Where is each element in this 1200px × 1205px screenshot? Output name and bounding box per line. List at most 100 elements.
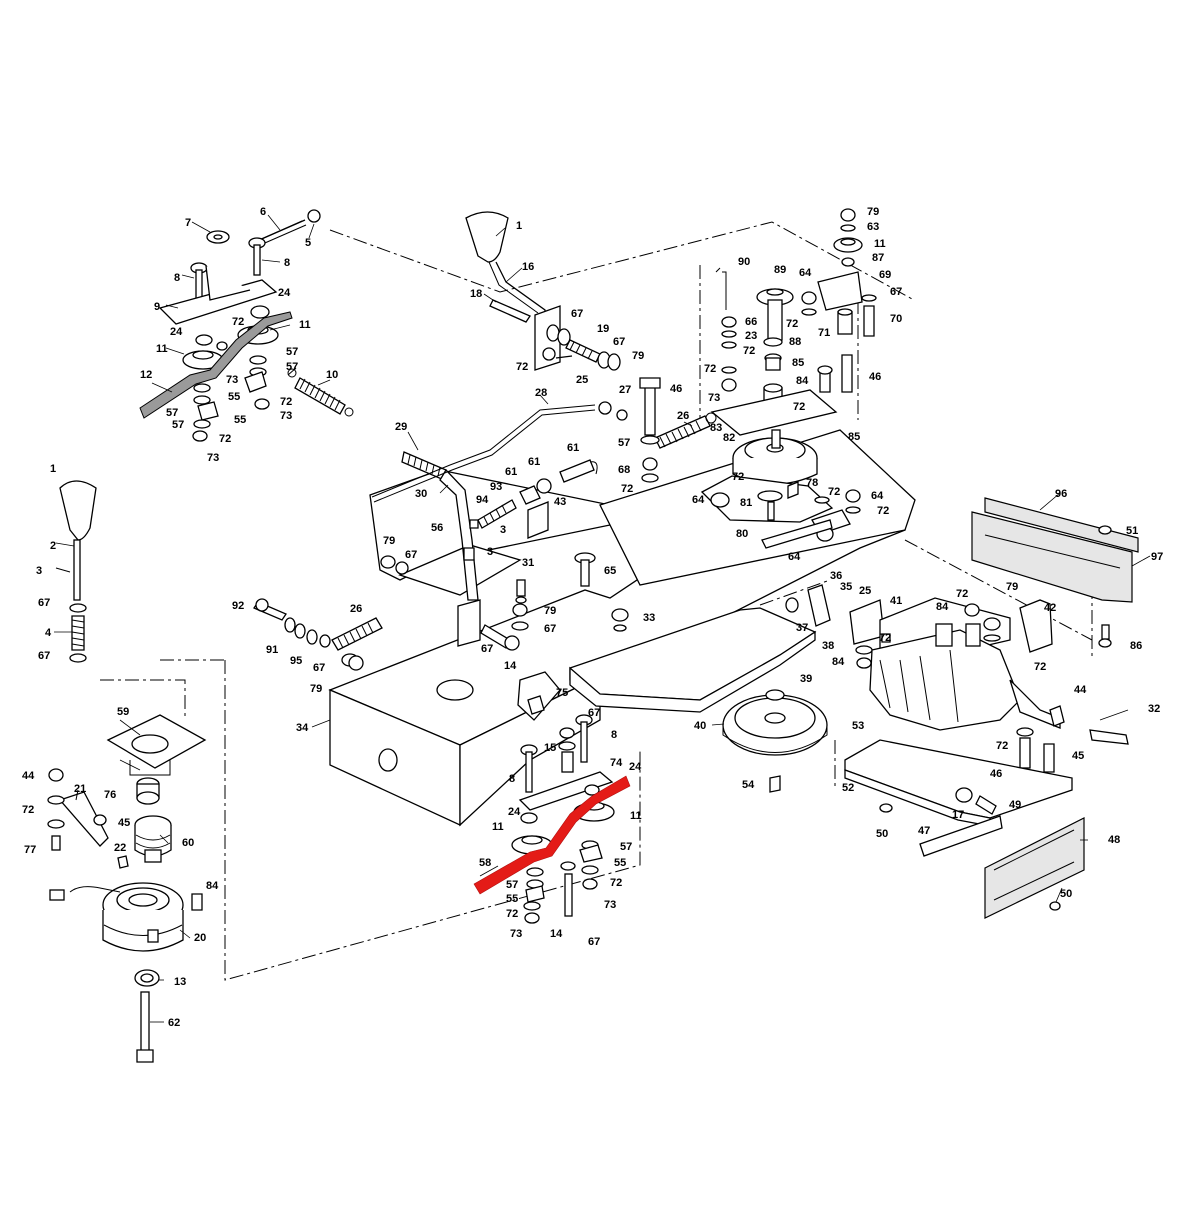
callout-59: 59 (117, 706, 129, 718)
callout-12: 12 (140, 369, 152, 381)
callout-35: 35 (840, 581, 852, 593)
callout-72: 72 (743, 345, 755, 357)
callout-4: 4 (45, 627, 52, 639)
center-small-parts (380, 552, 629, 721)
callout-61: 61 (528, 456, 540, 468)
callout-58: 58 (479, 857, 491, 869)
callout-89: 89 (774, 264, 786, 276)
callout-18: 18 (470, 288, 482, 300)
callout-40: 40 (694, 720, 706, 732)
callout-8: 8 (174, 272, 180, 284)
callout-69: 69 (879, 269, 891, 281)
mounting-bracket-52 (844, 739, 1073, 857)
callout-72: 72 (786, 318, 798, 330)
callout-28: 28 (535, 387, 547, 399)
callout-45: 45 (118, 817, 130, 829)
callout-22: 22 (114, 842, 126, 854)
callout-52: 52 (842, 782, 854, 794)
callout-24: 24 (278, 287, 291, 299)
callout-72: 72 (516, 361, 528, 373)
callout-9: 9 (154, 301, 160, 313)
callout-16: 16 (522, 261, 534, 273)
callout-84: 84 (936, 601, 949, 613)
callout-93: 93 (490, 481, 502, 493)
callout-72: 72 (793, 401, 805, 413)
callout-67: 67 (890, 286, 902, 298)
callout-67: 67 (588, 936, 600, 948)
leader-lines (54, 214, 1151, 1023)
callout-3: 3 (487, 546, 493, 558)
callout-3: 3 (500, 524, 506, 536)
callout-46: 46 (869, 371, 881, 383)
callout-85: 85 (792, 357, 804, 369)
callout-80: 80 (736, 528, 748, 540)
callout-50: 50 (1060, 888, 1072, 900)
idler-assembly-top-left (139, 209, 354, 442)
callout-44: 44 (22, 770, 35, 782)
callout-73: 73 (226, 374, 238, 386)
callout-85: 85 (848, 431, 860, 443)
callout-5: 5 (305, 237, 311, 249)
callout-57: 57 (506, 879, 518, 891)
callout-57: 57 (286, 361, 298, 373)
callout-1: 1 (50, 463, 56, 475)
callout-57: 57 (620, 841, 632, 853)
callout-72: 72 (1034, 661, 1046, 673)
callout-14: 14 (504, 660, 517, 672)
callout-64: 64 (788, 551, 801, 563)
callout-39: 39 (800, 673, 812, 685)
callout-97: 97 (1151, 551, 1163, 563)
callout-41: 41 (890, 595, 902, 607)
callout-70: 70 (890, 313, 902, 325)
callout-46: 46 (990, 768, 1002, 780)
callout-79: 79 (544, 605, 556, 617)
callout-79: 79 (632, 350, 644, 362)
callout-55: 55 (506, 893, 518, 905)
callout-92: 92 (232, 600, 244, 612)
callout-57: 57 (172, 419, 184, 431)
callout-78: 78 (806, 477, 818, 489)
callout-55: 55 (228, 391, 240, 403)
callout-33: 33 (643, 612, 655, 624)
callout-23: 23 (745, 330, 757, 342)
callout-2: 2 (50, 540, 56, 552)
callout-17: 17 (952, 809, 964, 821)
callout-55: 55 (614, 857, 626, 869)
left-spring-group (253, 598, 383, 671)
callout-49: 49 (1009, 799, 1021, 811)
callout-62: 62 (168, 1017, 180, 1029)
callout-34: 34 (296, 722, 309, 734)
callout-26: 26 (350, 603, 362, 615)
callout-76: 76 (104, 789, 116, 801)
callout-labels: 7 6 5 8 8 9 24 72 11 24 11 57 12 73 57 1… (22, 206, 1163, 1029)
callout-91: 91 (266, 644, 278, 656)
callout-73: 73 (280, 410, 292, 422)
spring-10 (287, 368, 354, 417)
callout-64: 64 (871, 490, 884, 502)
callout-45: 45 (1072, 750, 1084, 762)
callout-21: 21 (74, 783, 86, 795)
callout-20: 20 (194, 932, 206, 944)
callout-72: 72 (828, 486, 840, 498)
callout-27: 27 (619, 384, 631, 396)
callout-25: 25 (576, 374, 588, 386)
callout-77: 77 (24, 844, 36, 856)
pulley-40 (722, 689, 828, 793)
pulley-assembly-top-right (700, 208, 877, 549)
callout-67: 67 (544, 623, 556, 635)
callout-14: 14 (550, 928, 563, 940)
callout-90: 90 (738, 256, 750, 268)
callout-72: 72 (996, 740, 1008, 752)
callout-83: 83 (710, 422, 722, 434)
callout-72: 72 (877, 505, 889, 517)
callout-84: 84 (832, 656, 845, 668)
callout-1: 1 (516, 220, 522, 232)
lift-handle-assembly (371, 401, 628, 601)
callout-25: 25 (859, 585, 871, 597)
callout-24: 24 (508, 806, 521, 818)
callout-73: 73 (510, 928, 522, 940)
callout-64: 64 (692, 494, 705, 506)
callout-8: 8 (284, 257, 290, 269)
callout-11: 11 (299, 319, 311, 331)
callout-94: 94 (476, 494, 489, 506)
